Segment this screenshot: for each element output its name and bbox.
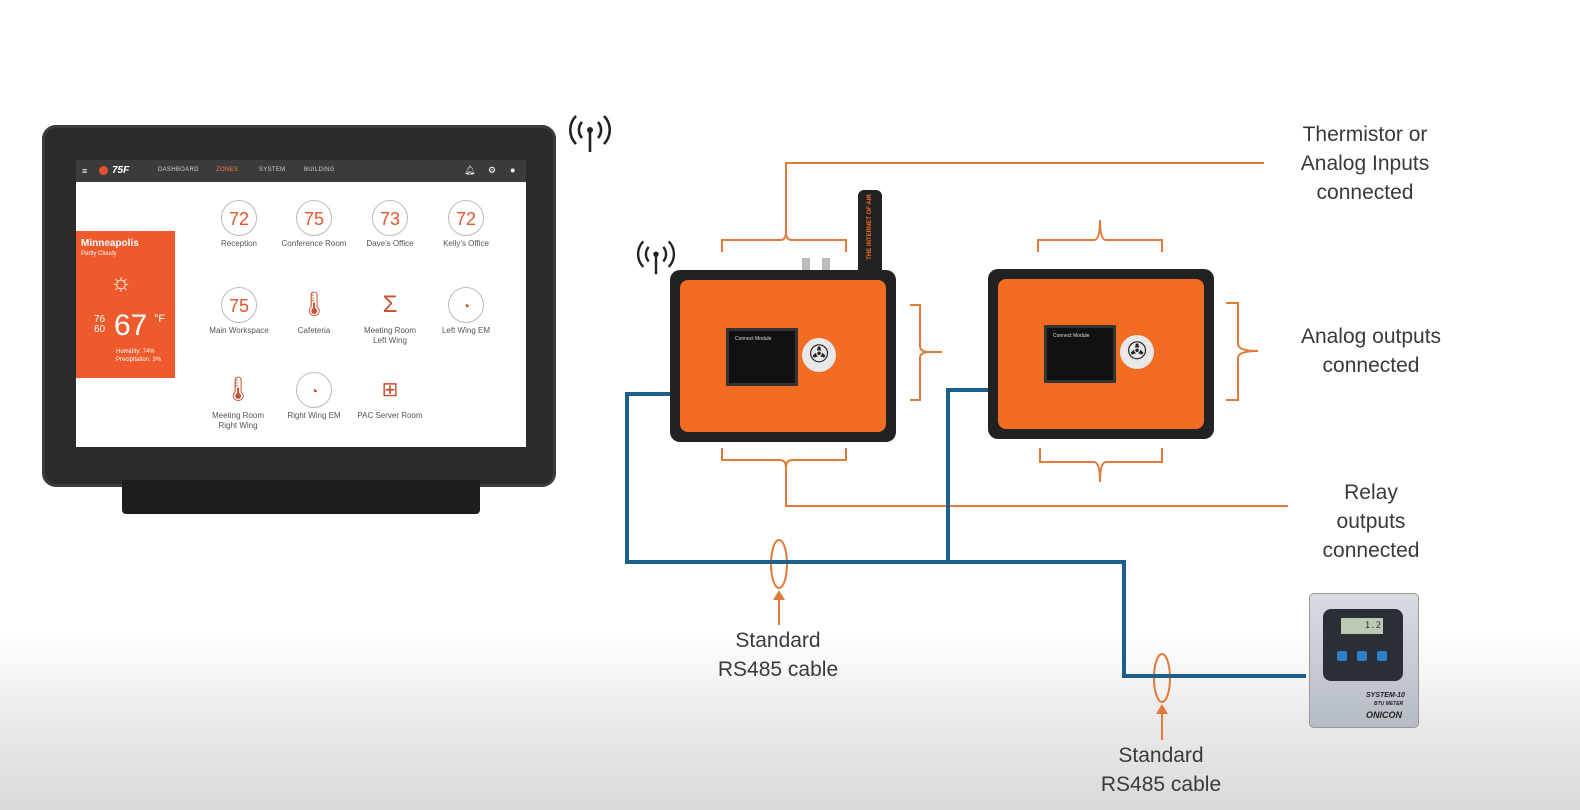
tab-dashboard[interactable]: DASHBOARD: [158, 167, 199, 173]
zone-reception[interactable]: 72 Reception: [199, 200, 279, 249]
75f-logo-icon: ✇: [802, 338, 836, 372]
logo-icon: [99, 166, 108, 175]
zone-label: Main Workspace: [209, 326, 269, 335]
zone-label: Conference Room: [281, 239, 347, 248]
relay-outputs-label: Relay outputs connected: [1322, 481, 1420, 562]
meter-model: SYSTEM-10: [1366, 692, 1405, 699]
zone-pac-server-room[interactable]: ⊞ PAC Server Room: [350, 372, 430, 421]
zone-dial: 72: [221, 200, 257, 236]
btu-meter: 1.2 SYSTEM-10 BTU METER ONICON: [1309, 593, 1419, 728]
tablet-nav-bar: ≡ 75F DASHBOARD ZONES SYSTEM BUILDING 🔔︎…: [76, 160, 526, 182]
tablet-screen: ≡ 75F DASHBOARD ZONES SYSTEM BUILDING 🔔︎…: [76, 160, 526, 447]
zone-dial: 72: [448, 200, 484, 236]
meter-button[interactable]: [1337, 651, 1347, 661]
weather-card: Minneapolis Partly Cloudy ☼ 76 60 67 °F …: [76, 231, 175, 378]
zone-left-wing-em[interactable]: ◔ Left Wing EM: [426, 287, 506, 336]
network-icon: ⊞: [381, 379, 399, 401]
zone-daves-office[interactable]: 73 Dave's Office: [350, 200, 430, 249]
menu-icon[interactable]: ≡: [82, 166, 88, 176]
zone-cafeteria[interactable]: 🌡︎ Cafeteria: [274, 287, 354, 336]
zone-label: Meeting Room Right Wing: [211, 411, 265, 430]
meter-brand: ONICON: [1366, 710, 1402, 720]
meter-panel: 1.2: [1323, 609, 1403, 681]
thermometer-icon: 🌡︎: [222, 376, 254, 403]
low-temp: 60: [94, 324, 106, 335]
display-title: Connect Module: [1053, 333, 1090, 339]
connector-icon: [802, 258, 810, 274]
notification-icon[interactable]: 🔔︎: [464, 165, 476, 175]
zone-main-workspace[interactable]: 75 Main Workspace: [199, 287, 279, 336]
rs485-cable-2: [946, 388, 1000, 562]
zone-label: Kelly's Office: [443, 239, 489, 248]
tab-building[interactable]: BUILDING: [304, 167, 335, 173]
zone-kellys-office[interactable]: 72 Kelly's Office: [426, 200, 506, 249]
zone-dial: 75: [296, 200, 332, 236]
bracket-top-2: [1037, 219, 1163, 252]
meter-button[interactable]: [1357, 651, 1367, 661]
zone-label: Right Wing EM: [287, 411, 341, 420]
meter-sub: BTU METER: [1374, 701, 1404, 707]
current-temp: 67: [114, 309, 148, 342]
antenna-label: THE INTERNET OF AIR: [867, 194, 873, 260]
75f-logo-icon: ✇: [1120, 335, 1154, 369]
gear-icon[interactable]: ⚙: [488, 165, 497, 175]
display-title: Connect Module: [735, 336, 772, 342]
zone-label: Cafeteria: [297, 326, 331, 335]
weather-city: Minneapolis: [81, 238, 139, 249]
relay-leader: [785, 468, 1288, 507]
bracket-bottom-1: [721, 448, 847, 469]
thermometer-icon: 🌡︎: [298, 291, 330, 318]
logo: 75F: [112, 165, 130, 176]
zone-conference-room[interactable]: 75 Conference Room: [274, 200, 354, 249]
analog-outputs-label: Analog outputs connected: [1300, 325, 1442, 377]
partly-cloudy-icon: ☼: [110, 269, 132, 296]
tab-zones[interactable]: ZONES: [216, 167, 239, 173]
zone-label: PAC Server Room: [357, 411, 423, 420]
tablet-stand: [122, 480, 480, 514]
bracket-right-2: [1226, 302, 1259, 401]
device-display: Connect Module: [726, 328, 798, 386]
weather-condition: Partly Cloudy: [81, 251, 117, 257]
gauge-icon: ◔: [296, 372, 332, 408]
zone-label: Dave's Office: [366, 239, 414, 248]
cable-label-2: Standard RS485 cable: [1100, 744, 1222, 796]
zone-dial: 73: [372, 200, 408, 236]
bracket-right-1: [910, 304, 942, 401]
bracket-bottom-2: [1039, 448, 1163, 483]
zone-right-wing-em[interactable]: ◔ Right Wing EM: [274, 372, 354, 421]
temp-unit: °F: [154, 313, 166, 325]
humidity: Humidity: 74%: [116, 349, 155, 355]
wireless-icon: [636, 236, 676, 276]
meter-lcd: 1.2: [1341, 618, 1383, 634]
zone-dial: 75: [221, 287, 257, 323]
connect-module-1: Connect Module ✇: [670, 270, 896, 442]
zone-label: Meeting Room Left Wing: [363, 326, 417, 345]
high-low: 76 60: [94, 315, 105, 335]
wireless-icon: [568, 110, 612, 154]
inputs-leader: [785, 162, 1264, 232]
zone-meeting-room-left-wing[interactable]: Σ Meeting Room Left Wing: [350, 287, 430, 346]
weather-details: Humidity: 74% Precipitation: 3%: [116, 348, 161, 364]
rs485-cable-1: [625, 392, 1306, 678]
meter-button[interactable]: [1377, 651, 1387, 661]
tab-system[interactable]: SYSTEM: [259, 167, 286, 173]
cable-label-1: Standard RS485 cable: [717, 629, 839, 681]
high-temp: 76: [94, 314, 106, 325]
gauge-icon: ◔: [448, 287, 484, 323]
zone-label: Left Wing EM: [441, 326, 490, 335]
antenna: THE INTERNET OF AIR: [858, 190, 882, 272]
connect-module-2: Connect Module ✇: [988, 269, 1214, 439]
connector-icon: [822, 258, 830, 274]
sigma-icon: Σ: [382, 291, 398, 318]
precipitation: Precipitation: 3%: [116, 357, 162, 363]
bracket-top-1: [721, 231, 847, 252]
inputs-label: Thermistor or Analog Inputs connected: [1300, 123, 1430, 204]
zone-label: Reception: [220, 239, 258, 248]
zone-meeting-room-right-wing[interactable]: 🌡︎ Meeting Room Right Wing: [198, 372, 278, 431]
user-icon[interactable]: ●: [510, 165, 516, 175]
device-display: Connect Module: [1044, 325, 1116, 383]
